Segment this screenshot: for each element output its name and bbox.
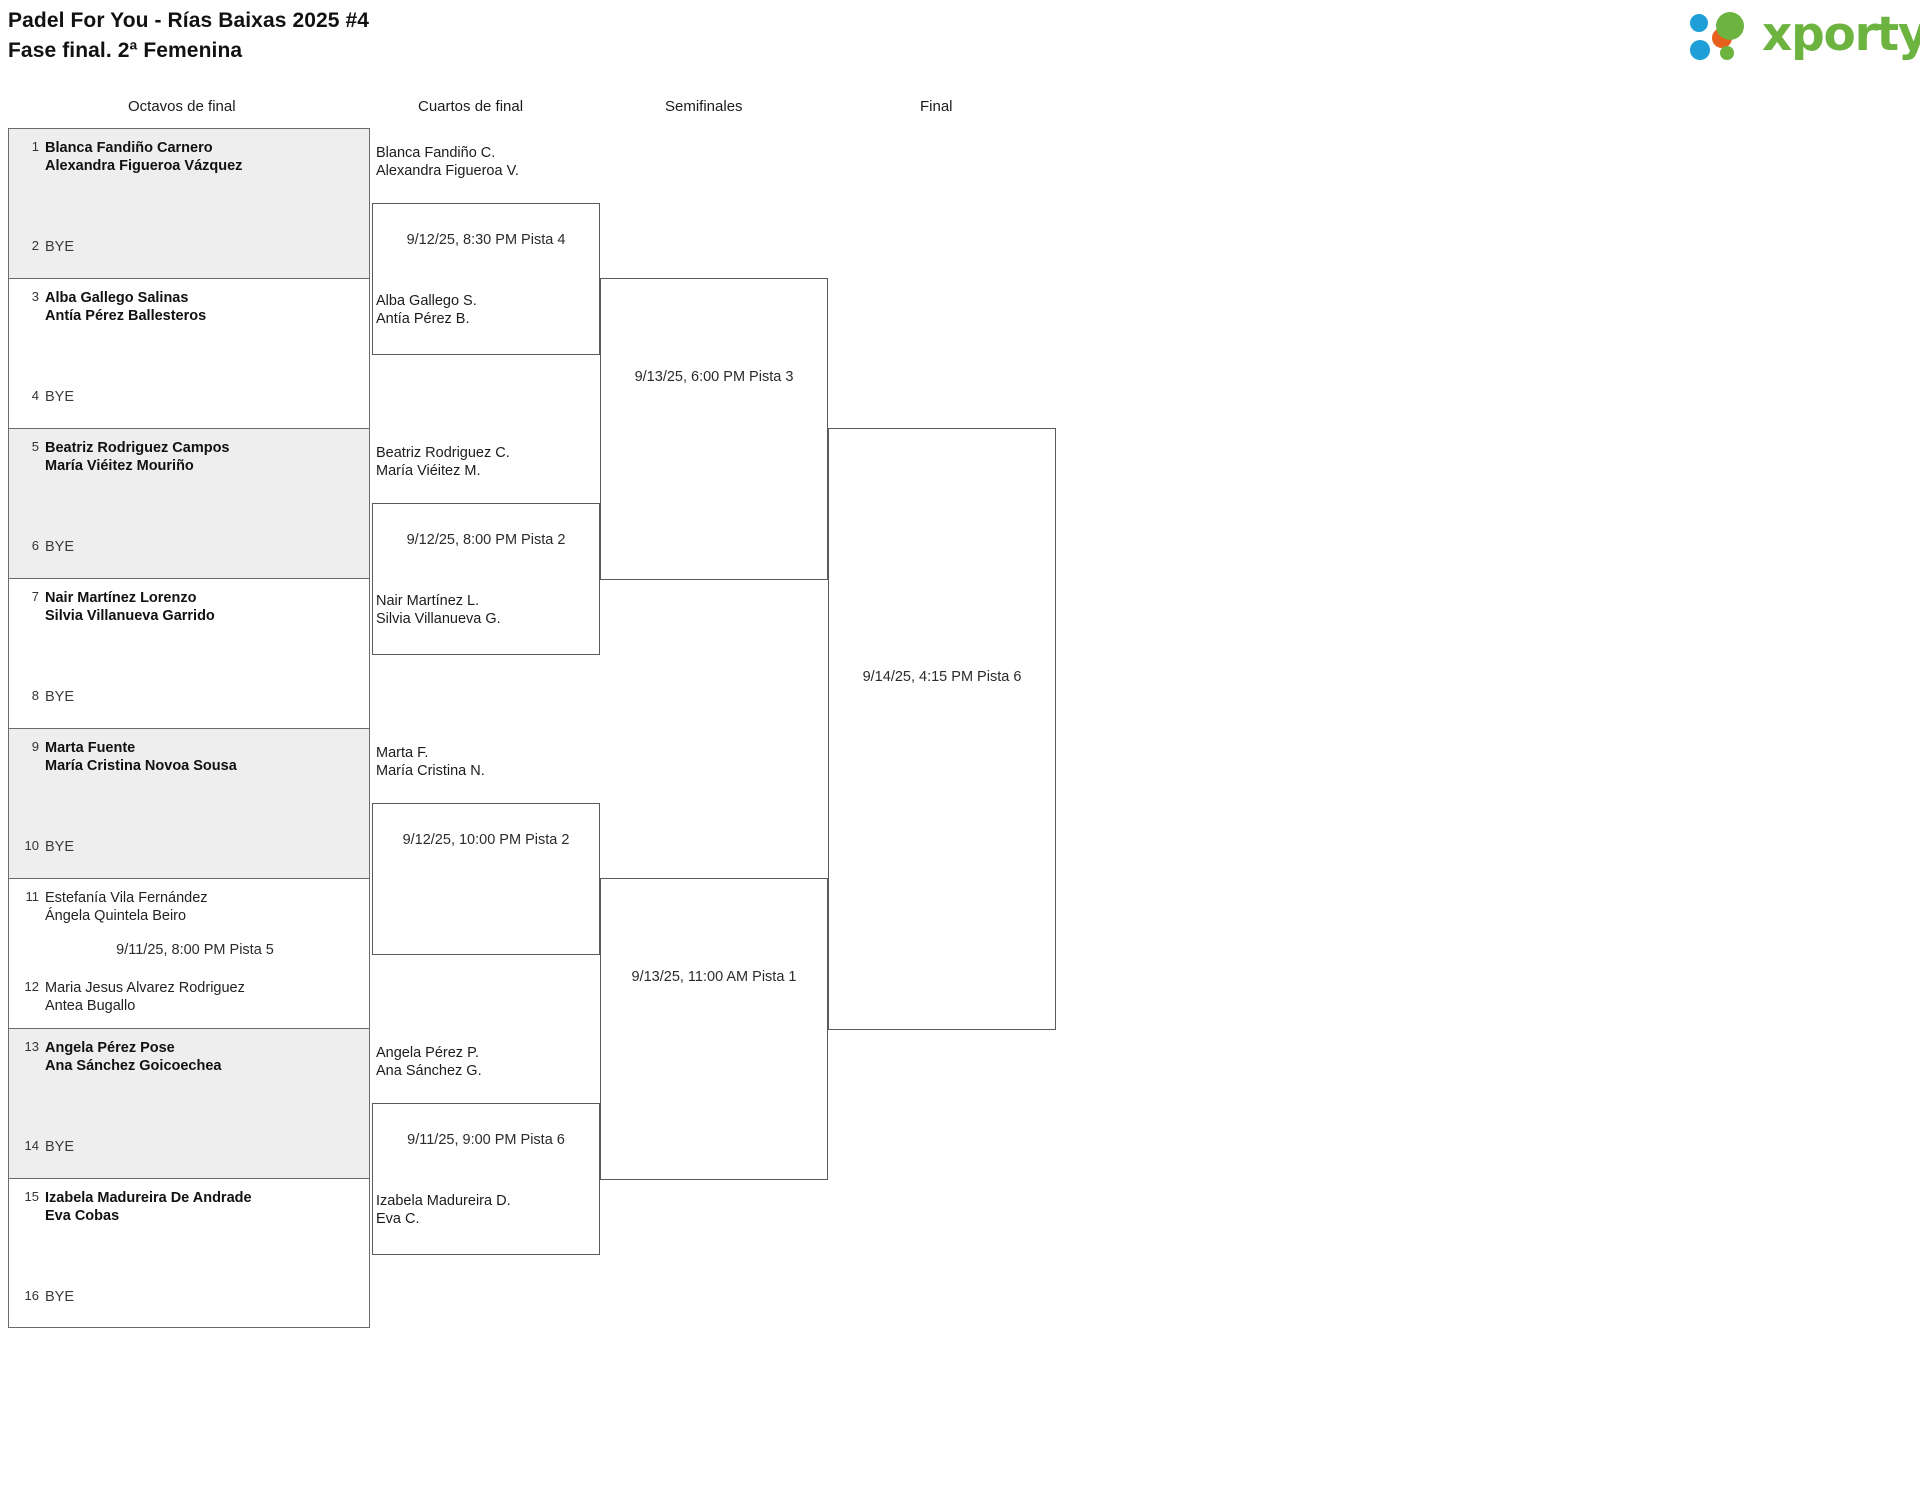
r1-seed-1: 1	[31, 139, 39, 154]
r1-seed-16: 16	[24, 1288, 39, 1303]
r2-slot-4-bottom: Izabela Madureira D. Eva C.	[376, 1193, 511, 1227]
r1-player-13a: Angela Pérez Pose	[45, 1040, 175, 1056]
phase-subtitle: Fase final. 2ª Femenina	[8, 39, 243, 62]
r2-schedule-4: 9/11/25, 9:00 PM Pista 6	[407, 1132, 565, 1148]
r1-bye-4: BYE	[45, 389, 75, 405]
r2-match-4[interactable]: 9/11/25, 9:00 PM Pista 6	[372, 1103, 600, 1255]
r1-player-15a: Izabela Madureira De Andrade	[45, 1190, 252, 1206]
r2-slot-2-top: Beatriz Rodriguez C. María Viéitez M.	[376, 445, 510, 479]
r2-schedule-2: 9/12/25, 8:00 PM Pista 2	[406, 532, 566, 548]
r1-player-15b: Eva Cobas	[45, 1208, 120, 1224]
r1-player-11a: Estefanía Vila Fernández	[45, 890, 208, 906]
round-header-cuartos: Cuartos de final	[418, 98, 524, 115]
r2-slot-2-bottom: Nair Martínez L. Silvia Villanueva G.	[376, 593, 501, 627]
r2-match-2[interactable]: 9/12/25, 8:00 PM Pista 2	[372, 503, 600, 655]
r1-bye-8: BYE	[45, 689, 75, 705]
r1-seed-15: 15	[24, 1189, 39, 1204]
r1-seed-4: 4	[31, 388, 39, 403]
r2-slot-1-bottom: Alba Gallego S. Antía Pérez B.	[376, 293, 477, 327]
r1-player-7b: Silvia Villanueva Garrido	[45, 608, 215, 624]
logo-wordmark: xporty	[1762, 7, 1920, 62]
tournament-title: Padel For You - Rías Baixas 2025 #4	[8, 9, 370, 32]
r1-player-5b: María Viéitez Mouriño	[45, 458, 194, 474]
logo-dots-icon	[1690, 12, 1760, 62]
r1-seed-9: 9	[31, 739, 39, 754]
r3-schedule-2: 9/13/25, 11:00 AM Pista 1	[631, 969, 797, 985]
r2-schedule-3: 9/12/25, 10:00 PM Pista 2	[402, 832, 570, 848]
r2-slot-3-top: Marta F. María Cristina N.	[376, 745, 485, 779]
r1-player-7a: Nair Martínez Lorenzo	[45, 590, 197, 606]
r1-match-2[interactable]: 3 Alba Gallego Salinas Antía Pérez Balle…	[8, 278, 370, 428]
r1-player-1a: Blanca Fandiño Carnero	[45, 140, 213, 156]
r1-seed-14: 14	[24, 1138, 39, 1153]
round-header-octavos: Octavos de final	[128, 98, 236, 115]
r1-player-3a: Alba Gallego Salinas	[45, 290, 189, 306]
r1-seed-2: 2	[31, 238, 39, 253]
r1-player-13b: Ana Sánchez Goicoechea	[45, 1058, 222, 1074]
r1-bye-16: BYE	[45, 1289, 75, 1305]
r2-match-3[interactable]: 9/12/25, 10:00 PM Pista 2	[372, 803, 600, 955]
r1-player-9b: María Cristina Novoa Sousa	[45, 758, 237, 774]
r1-player-3b: Antía Pérez Ballesteros	[45, 308, 207, 324]
page-title: Padel For You - Rías Baixas 2025 #4 Fase…	[8, 6, 369, 66]
r1-match-8[interactable]: 15 Izabela Madureira De Andrade Eva Coba…	[8, 1178, 370, 1328]
round-header-semifinales: Semifinales	[665, 98, 743, 115]
r1-player-11b: Ángela Quintela Beiro	[45, 908, 187, 924]
r2-match-1[interactable]: 9/12/25, 8:30 PM Pista 4	[372, 203, 600, 355]
r1-seed-13: 13	[24, 1039, 39, 1054]
r1-bye-14: BYE	[45, 1139, 75, 1155]
r1-player-1b: Alexandra Figueroa Vázquez	[45, 158, 243, 174]
r2-slot-4-top: Angela Pérez P. Ana Sánchez G.	[376, 1045, 482, 1079]
r1-match-1[interactable]: 1 Blanca Fandiño Carnero Alexandra Figue…	[8, 128, 370, 278]
r1-match-7[interactable]: 13 Angela Pérez Pose Ana Sánchez Goicoec…	[8, 1028, 370, 1178]
r1-seed-3: 3	[31, 289, 39, 304]
r1-schedule-6: 9/11/25, 8:00 PM Pista 5	[116, 942, 274, 958]
r1-match-6[interactable]: 11 Estefanía Vila Fernández Ángela Quint…	[8, 878, 370, 1028]
r1-player-5a: Beatriz Rodriguez Campos	[45, 440, 230, 456]
round-header-final: Final	[920, 98, 953, 115]
r2-schedule-1: 9/12/25, 8:30 PM Pista 4	[406, 232, 566, 248]
r1-match-3[interactable]: 5 Beatriz Rodriguez Campos María Viéitez…	[8, 428, 370, 578]
r1-match-5[interactable]: 9 Marta Fuente María Cristina Novoa Sous…	[8, 728, 370, 878]
r1-match-4[interactable]: 7 Nair Martínez Lorenzo Silvia Villanuev…	[8, 578, 370, 728]
r1-seed-12: 12	[24, 979, 39, 994]
r1-seed-7: 7	[31, 589, 39, 604]
r1-player-12b: Antea Bugallo	[45, 998, 136, 1014]
r1-seed-6: 6	[31, 538, 39, 553]
r3-match-2[interactable]: 9/13/25, 11:00 AM Pista 1	[600, 878, 828, 1180]
r1-seed-8: 8	[31, 688, 39, 703]
r1-player-12a: Maria Jesus Alvarez Rodriguez	[45, 980, 245, 996]
r1-bye-6: BYE	[45, 539, 75, 555]
r4-schedule-1: 9/14/25, 4:15 PM Pista 6	[862, 669, 1022, 685]
r3-match-1[interactable]: 9/13/25, 6:00 PM Pista 3	[600, 278, 828, 580]
r1-player-9a: Marta Fuente	[45, 740, 136, 756]
r1-bye-2: BYE	[45, 239, 75, 255]
r2-slot-1-top: Blanca Fandiño C. Alexandra Figueroa V.	[376, 145, 519, 179]
r1-seed-11: 11	[25, 889, 40, 904]
r1-seed-5: 5	[31, 439, 39, 454]
r4-match-final[interactable]: 9/14/25, 4:15 PM Pista 6	[828, 428, 1056, 1030]
r1-seed-10: 10	[24, 838, 39, 853]
r1-bye-10: BYE	[45, 839, 75, 855]
xporty-logo[interactable]: xporty	[1690, 6, 1920, 64]
r3-schedule-1: 9/13/25, 6:00 PM Pista 3	[634, 369, 794, 385]
